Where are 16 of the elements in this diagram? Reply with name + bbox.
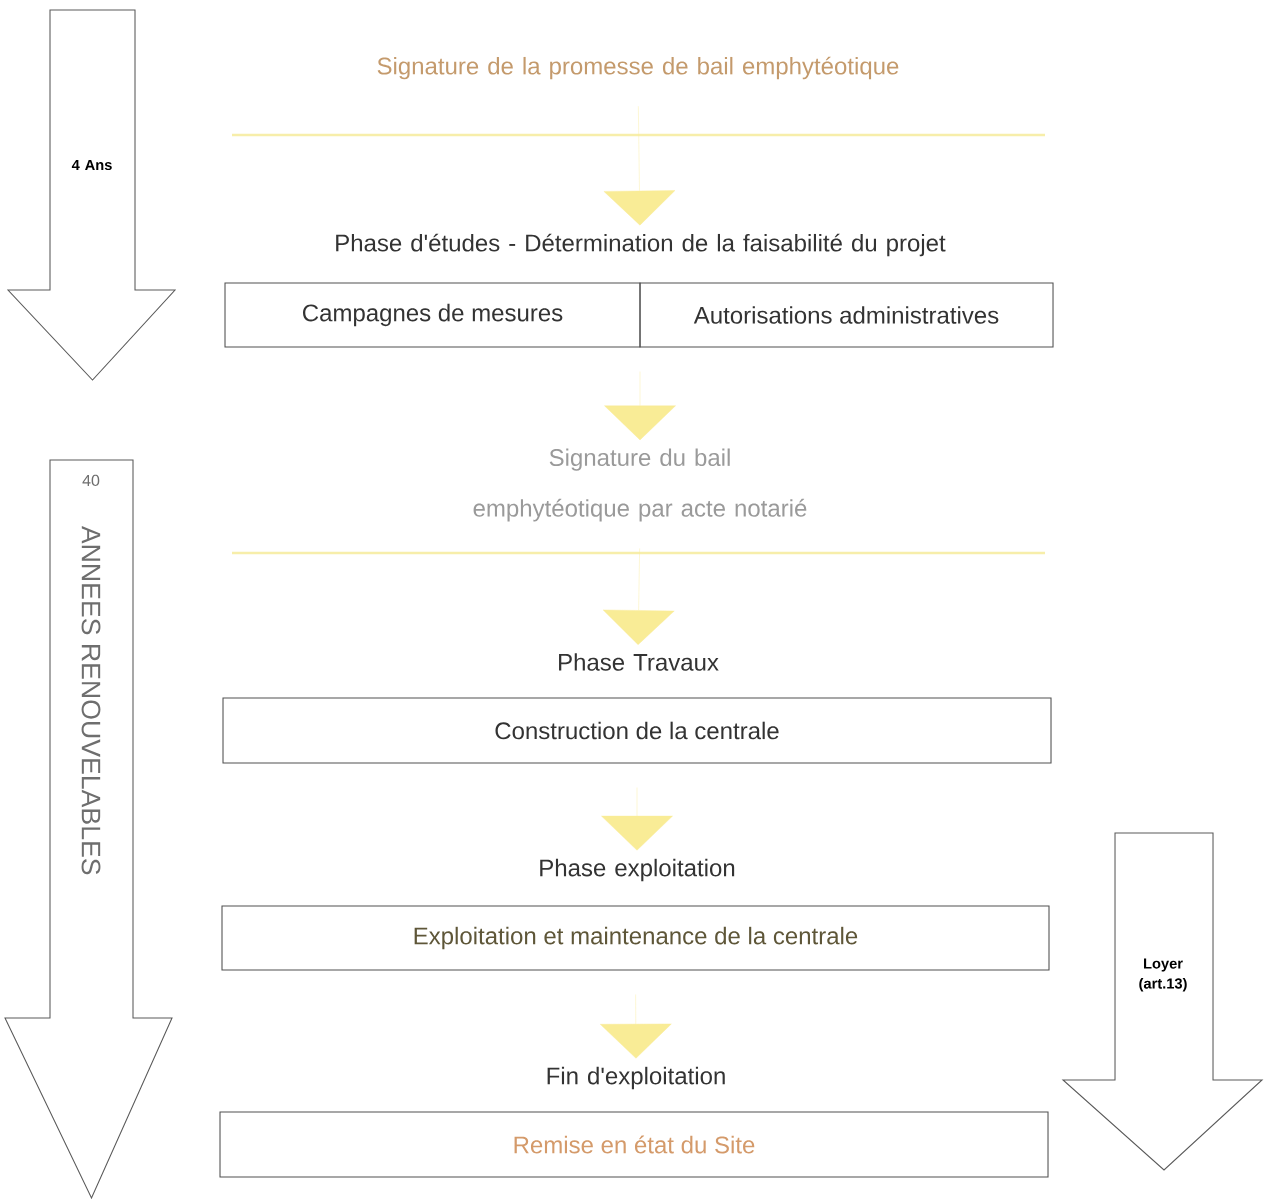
task-box: Autorisations administratives: [639, 282, 1054, 348]
task-box: Exploitation et maintenance de la centrale: [221, 905, 1050, 971]
phase-heading: Signature de la promesse de bail emphytéotique: [377, 56, 899, 80]
phase-heading: Phase exploitation: [540, 858, 735, 882]
phase-heading: Phase d'études - Détermination de la faisabilité du projet: [336, 233, 946, 257]
task-box: Campagnes de mesures: [224, 282, 641, 348]
chevron-arrow: [601, 787, 673, 851]
task-box: Remise en état du Site: [219, 1111, 1049, 1178]
phase-heading: Phase Travaux: [559, 653, 719, 671]
phase-heading: Signature du bail emphytéotique par acte notarié: [473, 448, 807, 522]
chevron-arrow: [602, 548, 675, 645]
task-box: Construction de la centrale: [222, 697, 1052, 764]
chevron-arrow: [600, 994, 672, 1059]
chevron-arrow: [603, 106, 676, 226]
phase-heading: Fin d'exploitation: [547, 1066, 725, 1090]
chevron-arrow: [604, 371, 676, 441]
